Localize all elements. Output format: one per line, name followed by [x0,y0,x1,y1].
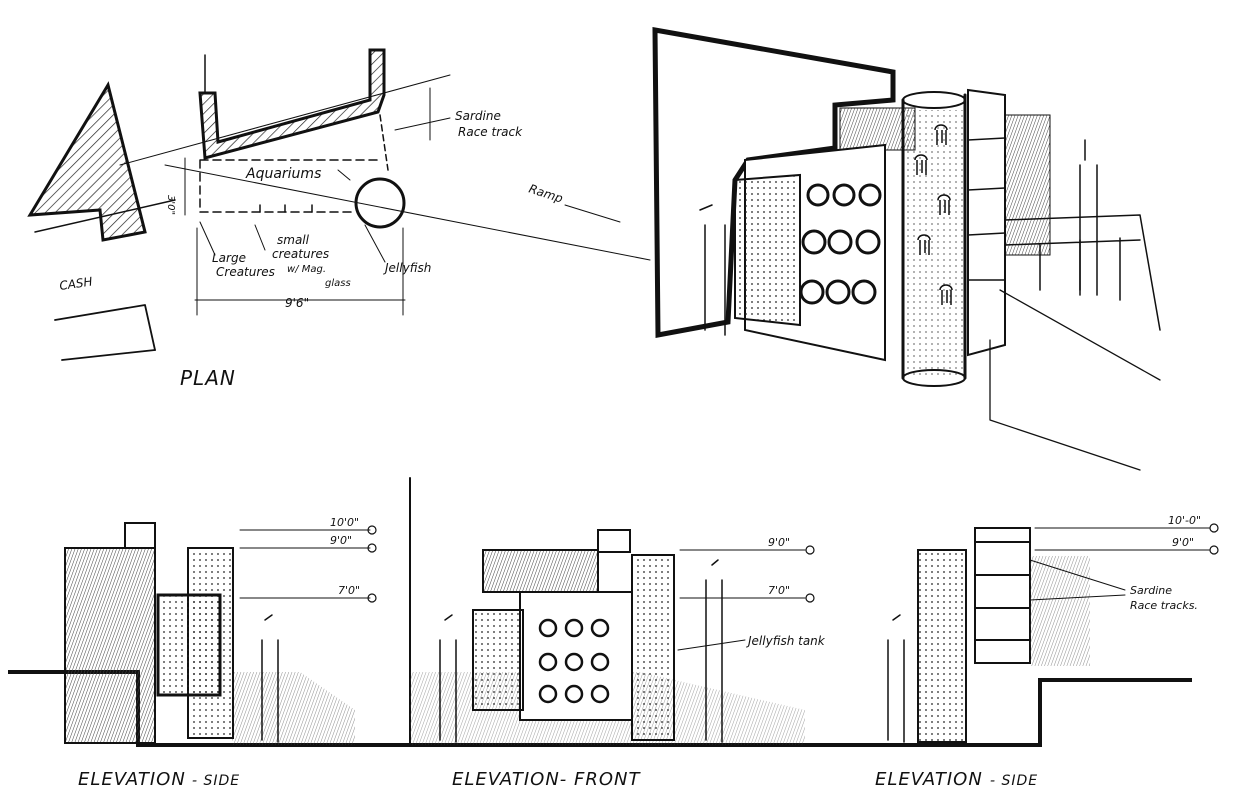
left-dim-10: 10'0" [330,516,359,529]
sardine-tower [967,88,1006,357]
plan-wall-upper [198,48,386,160]
plan-edge-line [34,199,176,233]
plan-guide-line-2 [164,164,651,261]
small-creatures-3: w/ Mag. [287,264,326,275]
front-dim-lines [679,549,806,599]
dim-depth: 3'0" [165,195,176,215]
dim-marker [367,525,377,535]
perspective-person-right [1079,139,1098,296]
plan-guide-line [119,74,451,166]
plan-drawing: Sardine Race track Aquariums Ramp small … [27,48,651,390]
plan-title: PLAN [180,366,236,390]
small-creatures-1: small [277,233,310,247]
dim-marker [367,543,377,553]
left-elevation-title: ELEVATION [78,769,186,790]
dim-marker [805,593,815,603]
right-jelly-column [917,549,967,743]
aquarium-leader [337,169,351,181]
small-creatures-4: glass [325,278,351,289]
right-sardine-leaders [1029,559,1126,601]
sardine-label-2: Race track [458,125,523,139]
large-creatures-1: Large [212,251,246,265]
front-person-left [439,614,457,743]
right-dim-10: 10'-0" [1168,514,1201,527]
right-sardine-levels [974,541,1031,641]
plan-counter [54,304,156,351]
perspective-shade-right [999,114,1051,256]
ramp-rails [1004,214,1161,331]
front-top-block [597,529,631,553]
perspective-backboard [652,27,896,339]
left-elevation-suffix: - SIDE [192,773,240,789]
front-shade-block [482,549,599,593]
elevation-side-right: 10'-0" 9'0" Sardine Race tracks. ELEVATI… [875,514,1219,790]
front-large-tank [472,609,524,711]
right-shade-block [1030,556,1090,666]
jellyfish-label: Jellyfish [383,261,431,275]
front-portholes [538,618,610,704]
dim-marker [367,593,377,603]
sardine-tower-levels [967,137,1006,281]
front-dim-7: 7'0" [768,584,790,597]
left-person [261,614,279,743]
front-aquarium-wall [519,591,633,721]
ramp-floor [989,289,1161,471]
elevations: 10'0" 9'0" 7'0" ELEVATION - SIDE [8,477,1219,790]
jelly-cylinder-sides [901,93,967,380]
left-top-block [124,522,156,549]
front-person-right [705,559,723,743]
dim-marker [1209,545,1219,555]
right-sardine-tower [974,527,1031,664]
left-dim-lines [239,529,371,599]
left-large-tank [156,593,222,697]
jellyfish-tank-plan [354,177,406,229]
right-dim-9: 9'0" [1172,536,1194,549]
large-creatures-leader [199,221,216,256]
small-creatures-leader [254,224,266,251]
right-elevation-title: ELEVATION [875,769,983,790]
left-wall-block [64,547,156,744]
perspective-person [699,204,726,336]
dim-marker [1209,523,1219,533]
aquarium-outline [199,159,381,213]
right-sardine-2: Race tracks. [1130,599,1198,612]
left-ramp-shade [232,672,355,745]
elevation-front: 9'0" 7'0" Jellyfish tank ELEVATION- FRON… [439,529,826,790]
right-dim-lines [1034,527,1211,551]
ramp-arrow [564,204,621,223]
right-elevation-suffix: - SIDE [990,773,1038,789]
dim-width: 9'6" [285,296,309,310]
sardine-leader [394,117,451,131]
right-sardine-1: Sardine [1130,584,1172,597]
plan-counter-edge [61,349,156,361]
sardine-label-1: Sardine [455,109,501,123]
aquariums-label: Aquariums [245,166,321,182]
elevation-side-left: 10'0" 9'0" 7'0" ELEVATION - SIDE [64,516,377,790]
sardine-track-line [379,114,389,171]
aquarium-dividers [259,204,313,213]
front-elevation-title: ELEVATION- FRONT [452,769,642,790]
front-dim-9: 9'0" [768,536,790,549]
dim-marker [805,545,815,555]
front-jelly-column [631,554,675,741]
dim-line-width [194,227,406,316]
jelly-tank-leader [677,639,746,651]
ramp-label: Ramp [527,182,565,206]
cash-label: CASH [58,274,93,292]
perspective-portholes [799,183,882,305]
perspective-large-tank [734,173,801,327]
jelly-tank-label: Jellyfish tank [746,634,826,648]
jelly-icons [914,124,953,305]
jelly-cylinder-fill [905,110,963,375]
jellyfish-leader [364,224,386,263]
perspective-drawing [652,27,1161,471]
large-creatures-2: Creatures [216,265,275,279]
small-creatures-2: creatures [272,247,329,261]
jelly-cylinder-top [902,91,966,109]
left-dim-9: 9'0" [330,534,352,547]
right-person [887,614,905,743]
left-dim-7: 7'0" [338,584,360,597]
